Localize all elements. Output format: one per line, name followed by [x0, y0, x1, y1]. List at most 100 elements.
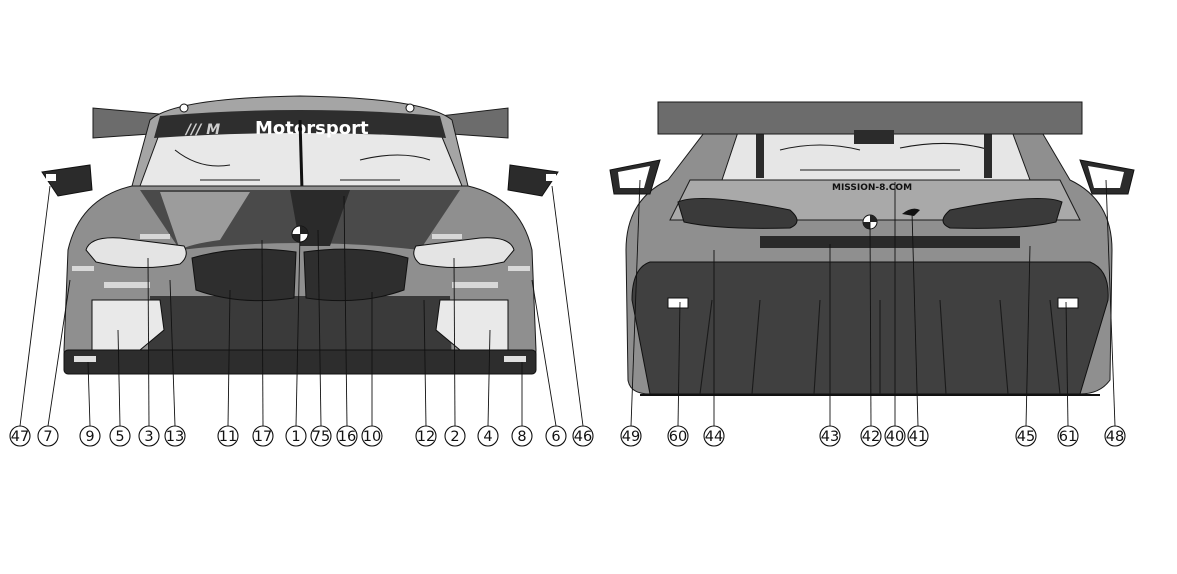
- leader-line: [1105, 179, 1116, 427]
- front-cockpit-lines: [174, 149, 431, 181]
- rear-view: MISSION-8.COM: [609, 101, 1135, 396]
- front-view: /// M Motorsport: [41, 95, 559, 375]
- front-decal-right-hood: [432, 234, 462, 239]
- leader-line: [677, 301, 681, 427]
- front-callout-3: 3: [138, 257, 160, 447]
- front-callout-8: 8: [511, 362, 533, 447]
- callout-circle: [819, 425, 841, 447]
- leader-line: [1065, 301, 1069, 427]
- windshield-logo-stripes: /// M: [184, 122, 220, 138]
- callout-number: 2: [450, 429, 459, 445]
- callout-circle: [545, 425, 567, 447]
- callout-number: 3: [144, 429, 153, 445]
- windshield-banner-text: Motorsport: [255, 118, 369, 139]
- callout-circle: [285, 425, 307, 447]
- callout-circle: [138, 425, 160, 447]
- rear-left-taillight: [677, 197, 798, 229]
- rear-wing-support-right: [984, 104, 992, 178]
- callout-number: 75: [312, 429, 330, 445]
- leader-line: [87, 361, 91, 427]
- callout-circle: [860, 425, 882, 447]
- callout-circle: [164, 425, 186, 447]
- leader-line: [911, 211, 919, 427]
- callout-number: 5: [115, 429, 124, 445]
- rear-callout-41: 41: [907, 211, 929, 447]
- front-callout-11: 11: [217, 289, 239, 447]
- front-callout-7: 7: [37, 279, 71, 447]
- rear-tail-text: MISSION-8.COM: [832, 183, 912, 193]
- leader-line: [630, 179, 641, 427]
- rear-wing: [657, 101, 1083, 135]
- rear-diffuser-fins: [699, 299, 1061, 395]
- callout-circle: [217, 425, 239, 447]
- callout-circle: [1104, 425, 1126, 447]
- callout-number: 7: [43, 429, 52, 445]
- callout-number: 6: [551, 429, 560, 445]
- callout-circle: [667, 425, 689, 447]
- callout-circle: [361, 425, 383, 447]
- callout-circle: [703, 425, 725, 447]
- leader-line: [147, 257, 150, 427]
- front-antenna-right: [405, 103, 415, 113]
- callout-number: 42: [862, 429, 880, 445]
- rear-interior-lines: [779, 142, 991, 171]
- callout-circle: [511, 425, 533, 447]
- rear-callout-49: 49: [620, 179, 642, 447]
- rear-callout-44: 44: [703, 250, 725, 447]
- callout-number: 49: [622, 429, 640, 445]
- callout-circle: [310, 425, 332, 447]
- callout-number: 60: [669, 429, 687, 445]
- front-callout-17: 17: [252, 239, 274, 447]
- front-decal-left-splitter: [74, 356, 96, 362]
- leader-line: [295, 233, 301, 427]
- front-callout-6: 6: [531, 279, 567, 447]
- front-callout-12: 12: [415, 299, 437, 447]
- leader-line: [47, 279, 71, 427]
- leader-line: [453, 257, 456, 427]
- leader-line: [531, 279, 557, 427]
- front-callout-4: 4: [477, 329, 499, 447]
- front-antenna-left: [179, 103, 189, 113]
- front-callout-46: 46: [551, 185, 594, 447]
- callout-circle: [109, 425, 131, 447]
- rear-callout-40: 40: [884, 182, 906, 447]
- rear-dark-band: [760, 236, 1020, 248]
- callout-number: 45: [1017, 429, 1035, 445]
- callout-circle: [907, 425, 929, 447]
- front-wiper: [298, 119, 304, 191]
- callout-number: 40: [886, 429, 904, 445]
- callout-circle: [477, 425, 499, 447]
- callout-circle: [1015, 425, 1037, 447]
- callout-number: 46: [574, 429, 592, 445]
- leader-line: [117, 329, 121, 427]
- front-right-mirror: [507, 164, 559, 197]
- leader-line: [343, 195, 348, 427]
- callout-circle: [415, 425, 437, 447]
- callout-number: 13: [166, 429, 184, 445]
- callout-circle: [9, 425, 31, 447]
- rear-wing-support-left: [756, 104, 764, 178]
- front-decal-right-fender: [508, 266, 530, 271]
- front-decal-right-bumper: [452, 282, 498, 288]
- front-callout-10: 10: [361, 292, 383, 447]
- callout-circle: [336, 425, 358, 447]
- callout-number: 12: [417, 429, 435, 445]
- callout-number: 61: [1059, 429, 1077, 445]
- front-callout-16: 16: [336, 195, 358, 447]
- front-left-mirror-decal: [46, 174, 56, 181]
- callout-number: 41: [909, 429, 927, 445]
- rear-left-mirror-glass: [618, 166, 650, 188]
- front-left-mirror: [41, 164, 93, 197]
- right-kidney-grille: [303, 248, 409, 302]
- leader-line: [551, 185, 584, 427]
- front-decal-left-hood: [140, 234, 170, 239]
- leader-line: [227, 289, 231, 427]
- leader-line: [423, 299, 427, 427]
- front-callout-2: 2: [444, 257, 466, 447]
- callout-number: 44: [705, 429, 723, 445]
- callout-circle: [79, 425, 101, 447]
- front-decal-right-splitter: [504, 356, 526, 362]
- leader-line: [261, 239, 264, 427]
- callout-circle: [1057, 425, 1079, 447]
